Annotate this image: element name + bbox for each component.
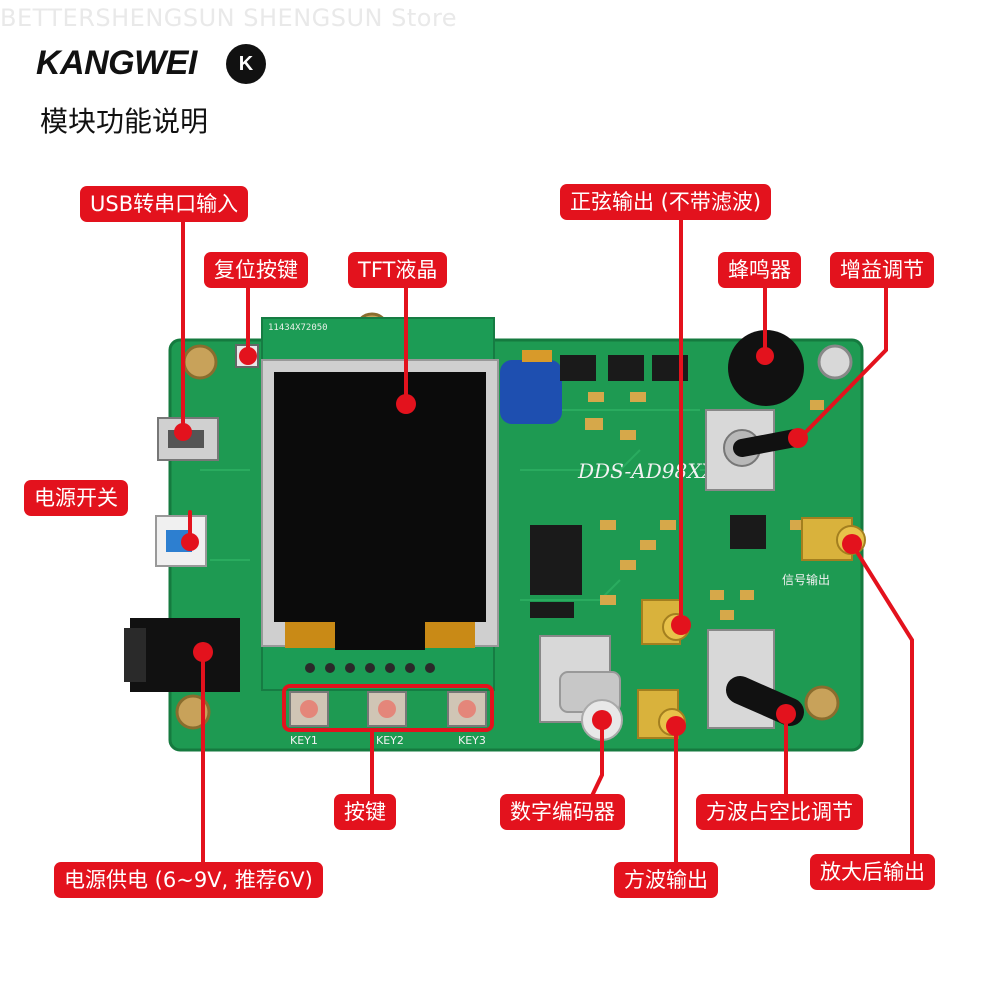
board-silkscreen-title: DDS-AD98XX <box>577 459 716 483</box>
label-square-output: 方波输出 <box>614 862 718 898</box>
label-digital-encoder: 数字编码器 <box>500 794 625 830</box>
label-duty-cycle-adjust: 方波占空比调节 <box>696 794 863 830</box>
page-subtitle: 模块功能说明 <box>40 105 209 138</box>
keys-highlight-box <box>282 684 494 732</box>
tft-screen <box>274 372 486 622</box>
label-keys: 按键 <box>334 794 396 830</box>
buzzer <box>728 330 804 406</box>
store-watermark: BETTERSHENGSUN SHENGSUN Store <box>0 4 458 32</box>
brand-logo-icon: K <box>226 44 266 84</box>
pointer-dots <box>174 347 862 736</box>
signal-out-silk: 信号输出 <box>782 572 830 587</box>
dds-chip <box>530 525 582 595</box>
pointer-lines <box>181 212 914 872</box>
lcd-code: 11434X72050 <box>268 323 328 333</box>
label-gain-adjust: 增益调节 <box>830 252 934 288</box>
label-reset-button: 复位按键 <box>204 252 308 288</box>
key-buttons <box>289 691 487 727</box>
sma-connectors <box>637 517 866 739</box>
label-power-supply: 电源供电 (6~9V, 推荐6V) <box>54 862 323 898</box>
label-sine-output: 正弦输出 (不带滤波) <box>560 184 772 220</box>
key1-silk: KEY1 <box>290 734 318 747</box>
label-buzzer: 蜂鸣器 <box>718 252 801 288</box>
key2-silk: KEY2 <box>376 734 404 747</box>
key3-silk: KEY3 <box>458 734 486 747</box>
brand-logo-text: KANGWEI <box>36 44 197 82</box>
label-amplified-output: 放大后输出 <box>810 854 935 890</box>
dc-jack <box>130 618 240 692</box>
label-tft-lcd: TFT液晶 <box>348 252 448 288</box>
label-power-switch: 电源开关 <box>24 480 128 516</box>
blue-capacitor <box>500 360 562 424</box>
label-usb-serial-input: USB转串口输入 <box>80 186 249 222</box>
